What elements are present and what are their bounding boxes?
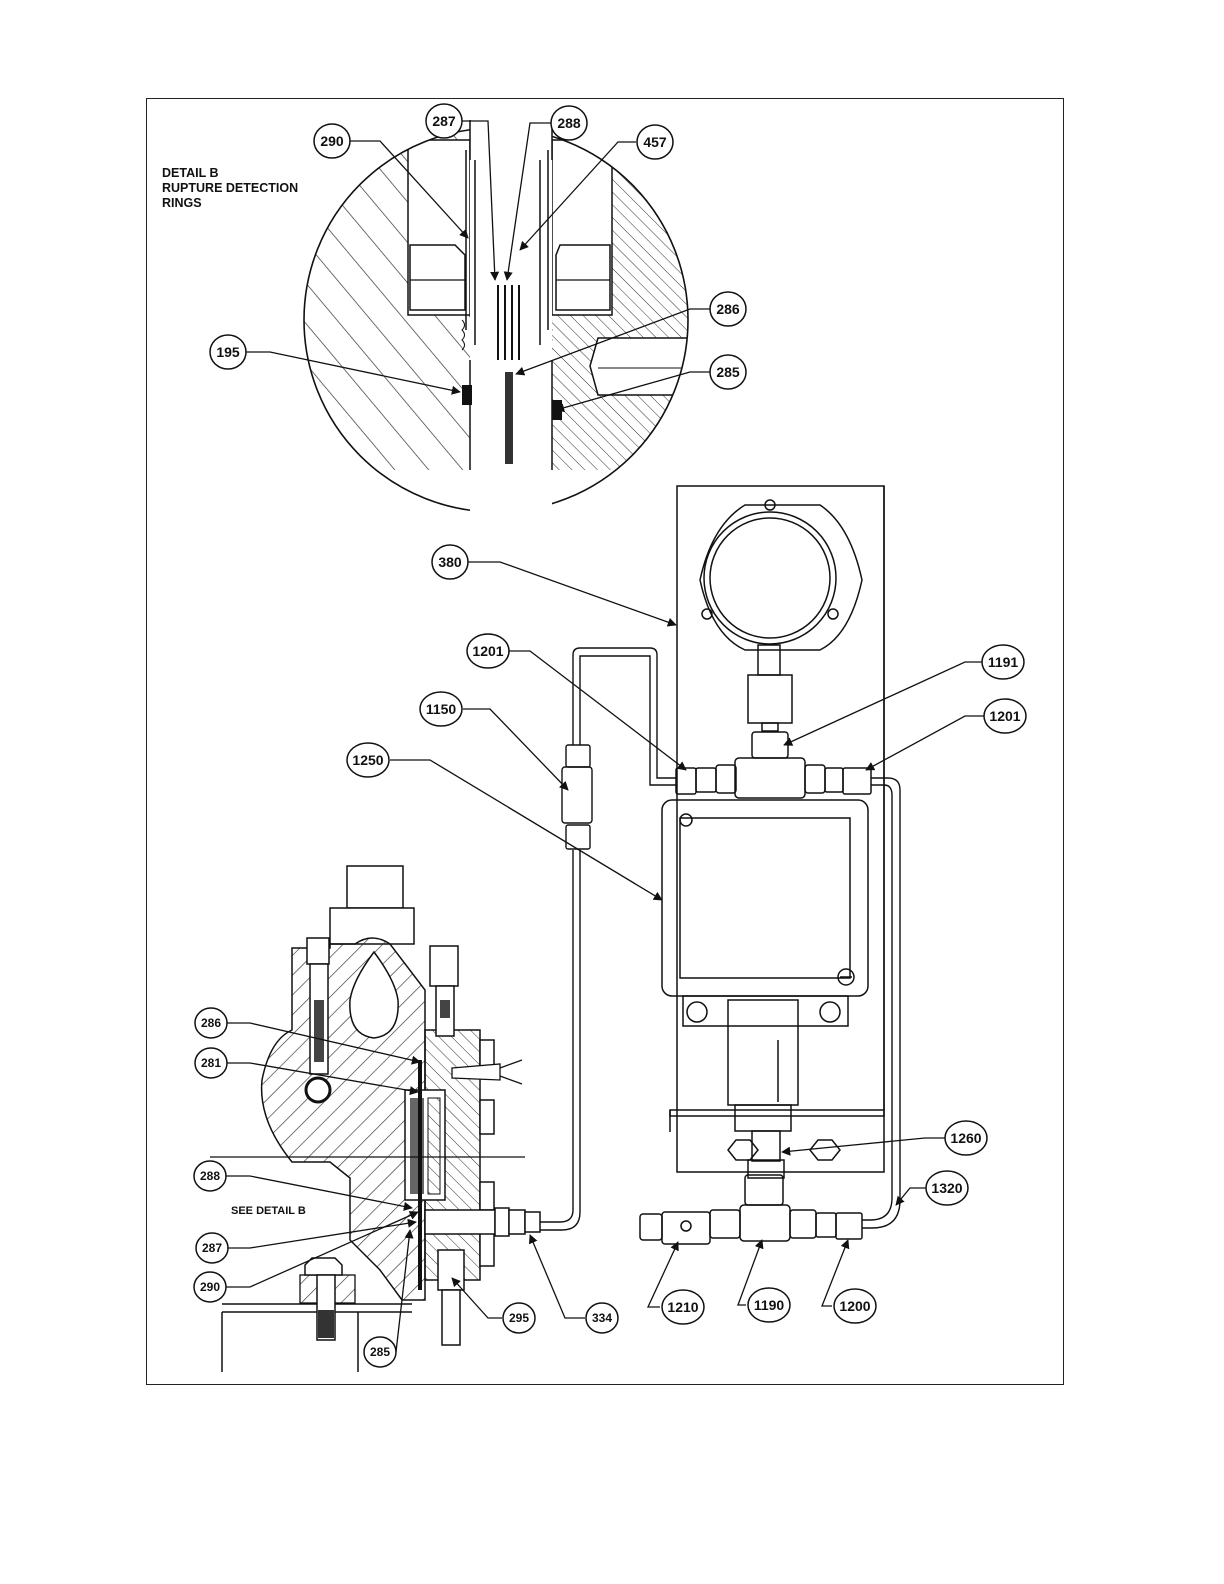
detail-title-line1: DETAIL B [162, 166, 218, 180]
callout-295: 295 [503, 1303, 535, 1333]
callout-1260: 1260 [945, 1121, 987, 1155]
callout-text: 1260 [950, 1130, 981, 1146]
callout-287-bottom: 287 [196, 1233, 228, 1263]
callout-281: 281 [195, 1048, 227, 1078]
callout-text: 1191 [988, 654, 1019, 670]
callout-text: 1200 [839, 1298, 870, 1314]
callout-288-bottom: 288 [194, 1161, 226, 1191]
callout-290-bottom: 290 [194, 1272, 226, 1302]
callout-1201-left: 1201 [467, 634, 509, 668]
callout-text: 1190 [754, 1297, 785, 1313]
callout-text: 290 [320, 133, 344, 149]
callout-1200: 1200 [834, 1289, 876, 1323]
callout-text: 285 [716, 364, 740, 380]
callout-text: 281 [201, 1056, 221, 1070]
callout-287-top: 287 [426, 104, 462, 138]
callout-text: 1320 [931, 1180, 962, 1196]
callout-1190: 1190 [748, 1288, 790, 1322]
callout-text: 380 [438, 554, 462, 570]
callout-text: 1250 [352, 752, 383, 768]
callout-text: 457 [643, 134, 667, 150]
callout-text: 287 [202, 1241, 222, 1255]
callout-457: 457 [637, 125, 673, 159]
callout-334: 334 [586, 1303, 618, 1333]
callout-text: 286 [201, 1016, 221, 1030]
callout-1210: 1210 [662, 1290, 704, 1324]
callout-text: 290 [200, 1280, 220, 1294]
callout-286-bottom: 286 [195, 1008, 227, 1038]
callout-285-top: 285 [710, 355, 746, 389]
callout-286-top: 286 [710, 292, 746, 326]
tubing [540, 648, 900, 1230]
lower-tee-assembly [640, 1175, 862, 1244]
callout-text: 285 [370, 1345, 390, 1359]
callout-1201-right: 1201 [984, 699, 1026, 733]
gauge-panel [662, 486, 884, 1178]
callout-text: 1210 [667, 1299, 698, 1315]
see-detail-note: SEE DETAIL B [231, 1205, 306, 1217]
callout-195: 195 [210, 335, 246, 369]
valve-section-view [210, 866, 540, 1372]
callout-1320: 1320 [926, 1171, 968, 1205]
callout-text: 1201 [989, 708, 1020, 724]
callout-1150: 1150 [420, 692, 462, 726]
callout-text: 1150 [426, 701, 457, 717]
callout-text: 288 [200, 1169, 220, 1183]
callout-1250: 1250 [347, 743, 389, 777]
detail-title-line2: RUPTURE DETECTION [162, 181, 298, 195]
callout-1191: 1191 [982, 645, 1024, 679]
callout-text: 295 [509, 1311, 529, 1325]
callout-290-top: 290 [314, 124, 350, 158]
callout-380: 380 [432, 545, 468, 579]
callout-text: 1201 [472, 643, 503, 659]
callout-text: 334 [592, 1311, 612, 1325]
callout-288-top: 288 [551, 106, 587, 140]
callout-text: 195 [216, 344, 240, 360]
callout-text: 287 [432, 113, 456, 129]
detail-title-line3: RINGS [162, 196, 202, 210]
detail-b-view [290, 110, 700, 520]
callout-text: 288 [557, 115, 581, 131]
callout-text: 286 [716, 301, 740, 317]
callout-285-bottom: 285 [364, 1337, 396, 1367]
